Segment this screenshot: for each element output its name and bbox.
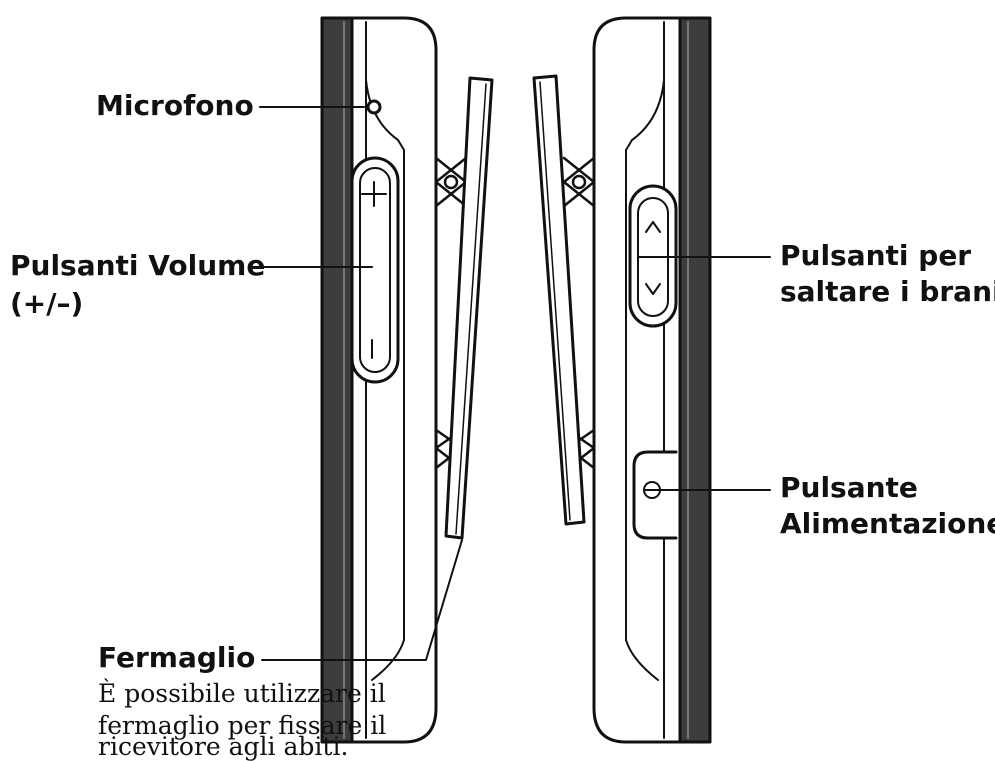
label-volume-buttons: Pulsanti Volume [10,249,266,282]
label-clip: Fermaglio [98,641,256,674]
chevron-down-icon [645,283,661,295]
clip-description-line-2: fermaglio per fissare il [98,711,387,740]
volume-button [350,156,400,384]
label-skip-buttons-line2: saltare i brani [780,275,995,308]
right-clip [532,74,586,526]
label-microphone: Microfono [96,89,254,122]
chevron-up-icon [645,221,661,233]
hinge-screw-icon [443,174,459,190]
label-power-button-line2: Alimentazione [780,507,995,540]
clip-description-line-3: ricevitore agli abiti. [98,732,349,761]
right-device-body [592,16,712,744]
leader-line-clip [261,539,463,661]
label-power-button: Pulsante [780,471,918,504]
plus-icon [361,181,387,207]
label-skip-buttons: Pulsanti per [780,239,972,272]
clip-description-line-1: È possibile utilizzare il [98,679,386,708]
label-volume-buttons-symbol: (+/–) [10,287,84,320]
left-clip [444,76,494,540]
microphone-hole-icon [366,99,382,115]
hinge-screw-icon [571,174,587,190]
